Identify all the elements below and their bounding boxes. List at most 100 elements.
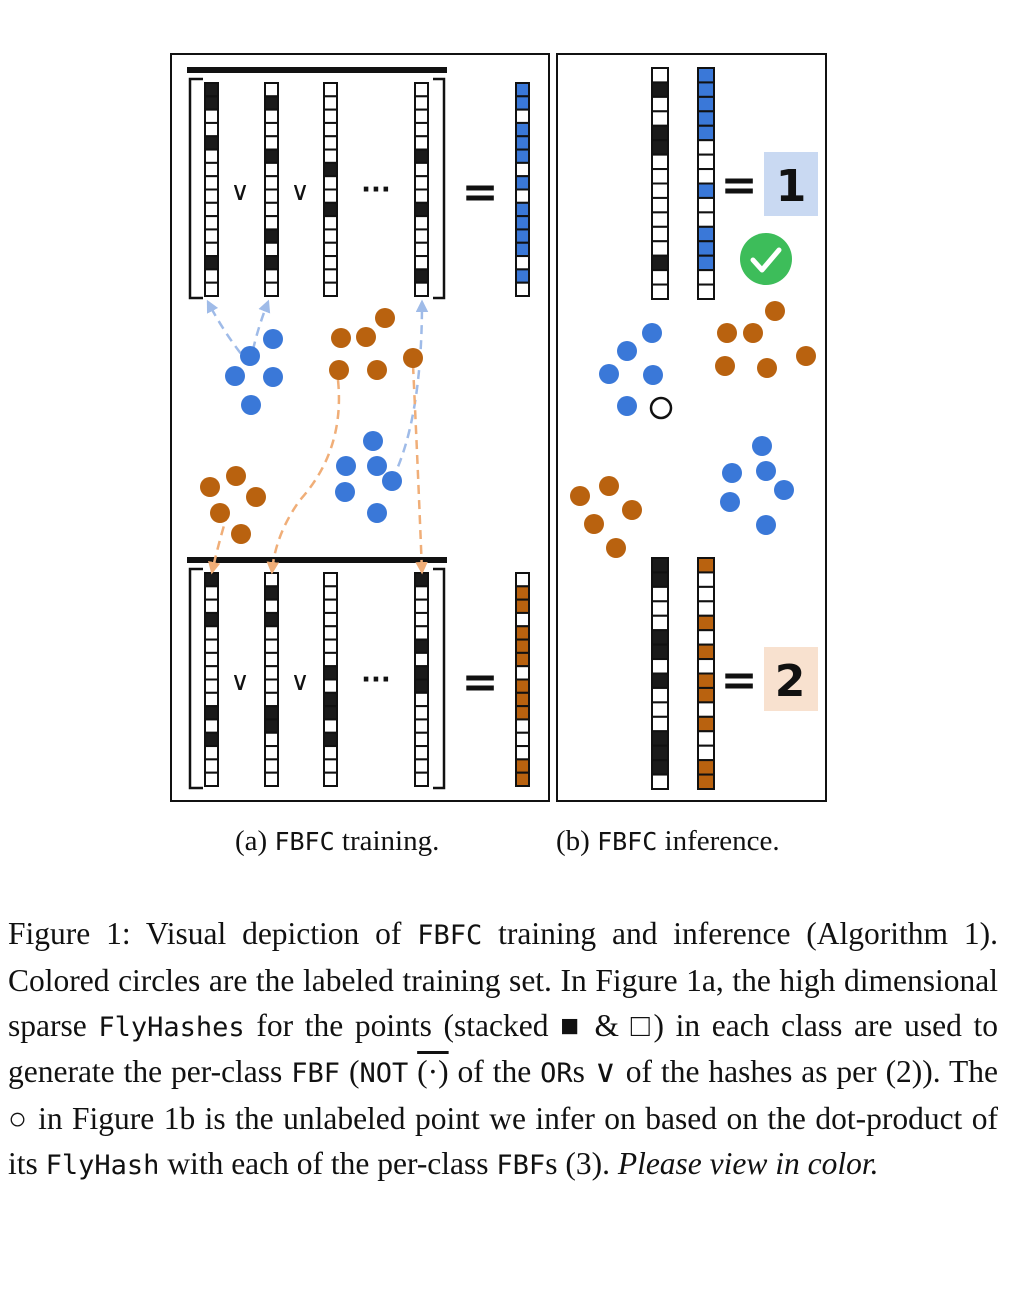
hash-bit-cell	[414, 585, 429, 601]
hash-bit-cell	[323, 121, 338, 138]
hash-bit-cell	[697, 269, 715, 286]
hash-bit-cell	[204, 625, 219, 641]
hash-bit-cell	[697, 585, 715, 603]
hash-bit-cell	[651, 254, 669, 272]
hash-bit-cell	[323, 758, 338, 774]
hash-bit-cell	[204, 638, 219, 654]
hash-bit-cell	[414, 95, 429, 111]
hash-bit-cell	[264, 201, 279, 218]
caption-code: FlyHash	[45, 1149, 160, 1181]
hash-bit-cell	[697, 571, 715, 588]
hash-bit-cell	[515, 691, 530, 708]
hash-bit-cell	[323, 638, 338, 654]
hash-bit-cell	[515, 651, 530, 668]
hash-bit-cell	[414, 161, 429, 178]
hash-bit-cell	[323, 598, 338, 614]
hash-bit-cell	[651, 139, 669, 156]
or-symbol: ∨	[230, 177, 249, 207]
hash-bit-cell	[414, 718, 429, 734]
hash-bit-cell	[515, 215, 530, 231]
hash-bit-cell	[651, 571, 669, 588]
ellipsis: ···	[361, 665, 391, 695]
caption-not-arg: (·)	[417, 1054, 449, 1090]
hash-bit-cell	[204, 651, 219, 668]
hash-bit-cell	[515, 161, 530, 178]
hash-bit-cell	[651, 81, 669, 98]
hash-bit-cell	[323, 175, 338, 191]
hash-bit-cell	[264, 678, 279, 694]
hash-bit-cell	[323, 625, 338, 641]
training-point-class2	[375, 308, 395, 328]
hash-bit-cell	[515, 268, 530, 284]
hash-bit-cell	[515, 241, 530, 258]
hash-bit-cell	[264, 148, 279, 164]
hash-bit-cell	[651, 110, 669, 127]
hash-bit-cell	[697, 139, 715, 156]
hash-bit-cell	[323, 268, 338, 284]
score-badge-1-bg	[764, 152, 818, 216]
flyhash-vector	[204, 82, 219, 297]
hash-bit-cell	[323, 651, 338, 668]
labeled-point-class2	[599, 476, 619, 496]
labeled-point-class1	[774, 480, 794, 500]
training-point-class1	[263, 367, 283, 387]
labeled-point-class1	[756, 461, 776, 481]
labeled-point-class2	[715, 356, 735, 376]
hash-bit-cell	[651, 730, 669, 747]
hash-bit-cell	[264, 771, 279, 787]
hash-bit-cell	[651, 614, 669, 632]
caption-text: training and inference (Algorithm 1). Co…	[8, 916, 999, 1043]
hash-bit-cell	[697, 643, 715, 661]
hash-bit-cell	[264, 625, 279, 641]
hash-bit-cell	[697, 715, 715, 733]
flyhash-vector	[414, 572, 429, 787]
hash-bit-cell	[264, 281, 279, 297]
hash-bit-cell	[414, 201, 429, 218]
hash-bit-cell	[204, 228, 219, 244]
hash-bit-cell	[323, 665, 338, 681]
caption-code: FBFC	[417, 920, 483, 951]
hash-bit-cell	[697, 614, 715, 632]
labeled-point-class2	[717, 323, 737, 343]
hash-bit-cell	[697, 81, 715, 98]
hash-bit-cell	[323, 108, 338, 124]
hash-bit-cell	[323, 718, 338, 734]
not-overline-top	[187, 67, 447, 73]
hash-bit-cell	[697, 773, 715, 790]
hash-bit-cell	[414, 705, 429, 721]
hash-bit-cell	[697, 730, 715, 747]
hash-bit-cell	[651, 182, 669, 199]
fbfc-figure: ∨ ∨ ··· = ∨ ∨ ··· =	[170, 53, 827, 802]
hash-bit-cell	[204, 691, 219, 708]
hash-bit-cell	[651, 585, 669, 603]
hash-bit-cell	[651, 168, 669, 185]
or-symbol: ∨	[290, 667, 309, 697]
score-class-2: 2	[775, 656, 806, 707]
blue-arrow	[390, 299, 429, 481]
hash-bit-cell	[204, 281, 219, 297]
subcaption-a-text: training.	[341, 825, 440, 857]
caption-text: for the points (stacked ■ & □) in each c…	[8, 1007, 998, 1090]
hash-bit-cell	[651, 269, 669, 286]
labeled-point-class2	[743, 323, 763, 343]
hash-bit-cell	[323, 691, 338, 708]
hash-bit-cell	[651, 759, 669, 776]
caption-code: FBF	[496, 1149, 546, 1181]
hash-bit-cell	[264, 215, 279, 231]
training-point-class1	[335, 482, 355, 502]
hash-bit-cell	[323, 228, 338, 244]
hash-bit-cell	[264, 718, 279, 734]
hash-bit-cell	[697, 196, 715, 214]
hash-bit-cell	[651, 67, 669, 84]
hash-bit-cell	[264, 585, 279, 601]
hash-bit-cell	[651, 773, 669, 790]
training-point-class2	[356, 327, 376, 347]
hash-bit-cell	[414, 638, 429, 654]
hash-bit-cell	[264, 135, 279, 151]
training-point-class2	[231, 524, 251, 544]
hash-bit-cell	[264, 228, 279, 244]
hash-bit-cell	[414, 108, 429, 124]
hash-bit-cell	[697, 67, 715, 84]
hash-bit-cell	[515, 135, 530, 151]
hash-bit-cell	[264, 572, 279, 588]
